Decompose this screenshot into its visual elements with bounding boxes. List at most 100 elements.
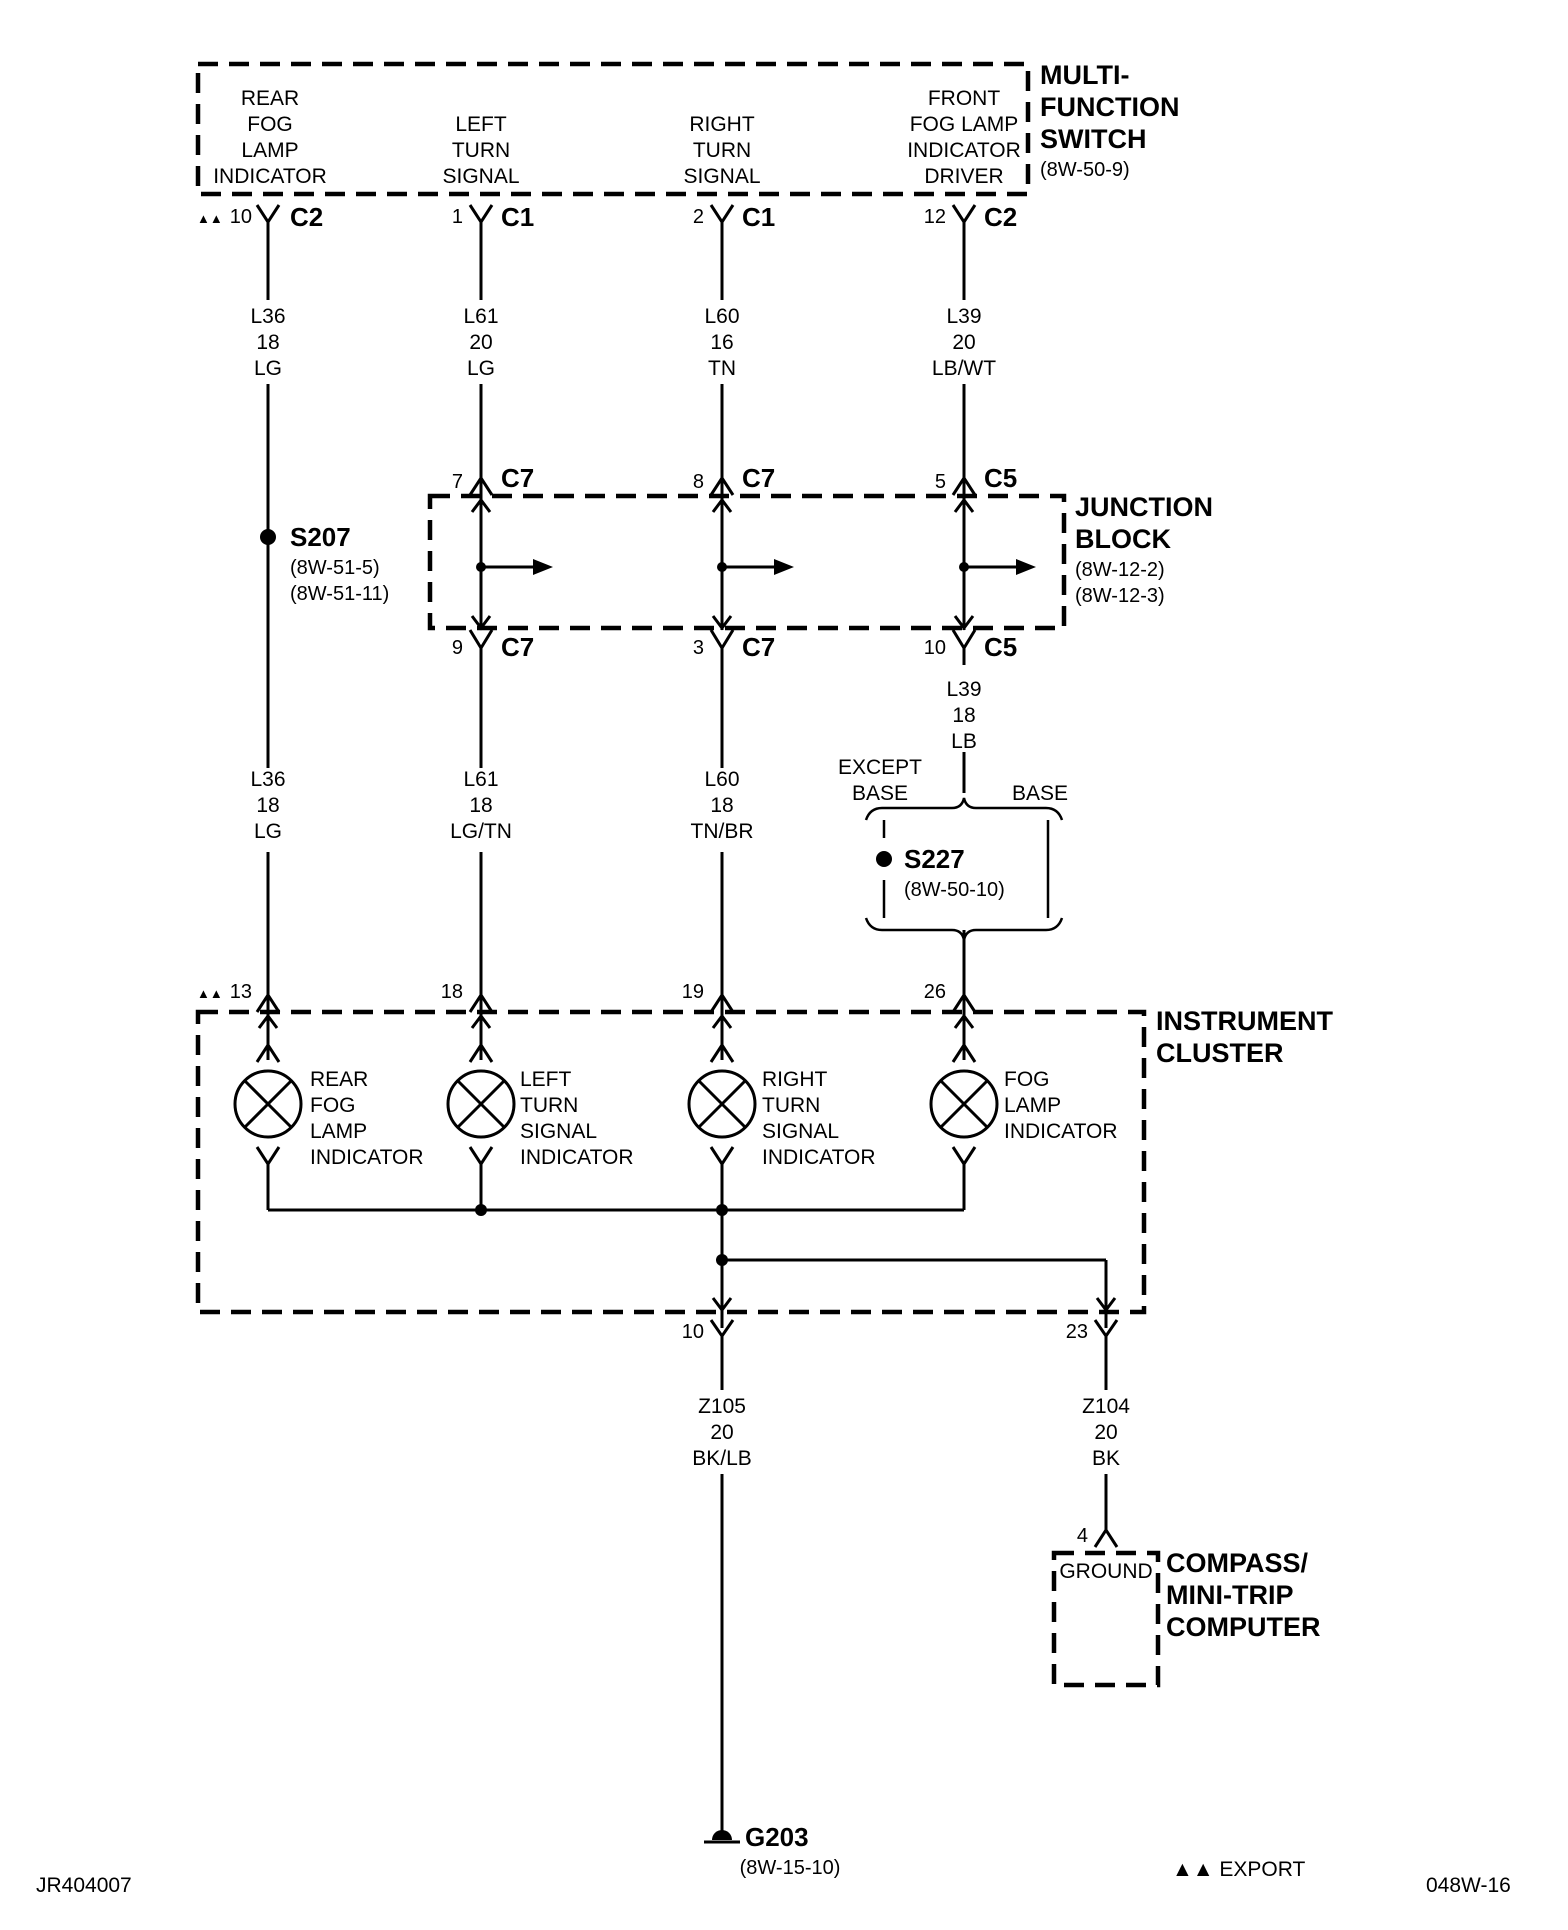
splice-s227-dot — [876, 851, 892, 867]
jb-ref-2: (8W-12-3) — [1075, 585, 1165, 607]
wire-l36-lower-color: LG — [254, 820, 282, 843]
wire-z104-color: BK — [1092, 1447, 1120, 1470]
mfs-label-2c: SIGNAL — [442, 165, 519, 188]
jb-arrow-2 — [774, 559, 794, 575]
mfs-terminal-3 — [709, 204, 735, 225]
mfs-label-1c: LAMP — [241, 139, 298, 162]
splice-s227-id: S227 — [904, 844, 965, 874]
wire-l60-lower-code: L60 — [704, 768, 739, 791]
jb-bottom-conn-3: C5 — [984, 632, 1017, 662]
mfs-label-4b: FOG LAMP — [910, 113, 1019, 136]
jb-bottom-terminal-1 — [468, 629, 494, 651]
multifunction-switch-box — [195, 61, 1031, 197]
svg-text:JUNCTION: JUNCTION — [1075, 492, 1213, 522]
wire-l39-lower-labels: L39 18 LB — [946, 678, 981, 753]
lamp-icon — [233, 1069, 303, 1139]
wire-l39-gauge: 20 — [952, 331, 975, 354]
jb-down-arrow-1 — [470, 615, 492, 631]
junction-block-box — [427, 493, 1067, 631]
option-brace-top — [864, 797, 1064, 821]
wire-l39-code: L39 — [946, 305, 981, 328]
lamp-3-label-c: SIGNAL — [762, 1120, 839, 1143]
mfs-title-2: FUNCTION — [1040, 92, 1179, 122]
lamp-icon — [687, 1069, 757, 1139]
mfs-pin-2: 1 — [452, 206, 463, 228]
lamp-4-label-b: LAMP — [1004, 1094, 1061, 1117]
except-base-label-1: EXCEPT — [838, 756, 922, 779]
svg-text:CLUSTER: CLUSTER — [1156, 1038, 1284, 1068]
mfs-pin-3: 2 — [693, 206, 704, 228]
wire-l61-lower-code: L61 — [463, 768, 498, 791]
wire-l36-gauge: 18 — [256, 331, 279, 354]
lamp-3-label-b: TURN — [762, 1094, 820, 1117]
splice-s227-ref: (8W-50-10) — [904, 879, 1005, 901]
wire-l61-color: LG — [467, 357, 495, 380]
mfs-ref: (8W-50-9) — [1040, 159, 1130, 181]
page-number: 048W-16 — [1426, 1874, 1511, 1897]
wire-z105-code: Z105 — [698, 1395, 746, 1418]
lamp-4-label-a: FOG — [1004, 1068, 1050, 1091]
wires — [266, 222, 966, 995]
lamp-2-label-a: LEFT — [520, 1068, 572, 1091]
mfs-conn-1: C2 — [290, 202, 323, 232]
lamp-circuit-2 — [446, 992, 516, 1210]
ic-ground-pin-1: 10 — [682, 1321, 704, 1343]
wire-l61-code: L61 — [463, 305, 498, 328]
wire-l39-color: LB/WT — [932, 357, 996, 380]
mfs-label-1d: INDICATOR — [213, 165, 327, 188]
ic-title-2: CLUSTER — [1156, 1038, 1284, 1068]
doc-id: JR404007 — [36, 1874, 132, 1897]
lamp-1-label-c: LAMP — [310, 1120, 367, 1143]
ic-pin-4: 26 — [924, 981, 946, 1003]
wire-l61-lower-gauge: 18 — [469, 794, 492, 817]
ground-circuit-z105: Z105 20 BK/LB G203 (8W-15-10) — [692, 1336, 840, 1879]
mfs-terminal-2 — [468, 204, 494, 225]
ground-g203-id: G203 — [745, 1822, 809, 1852]
ic-pin-2: 18 — [441, 981, 463, 1003]
wire-l36-color: LG — [254, 357, 282, 380]
svg-text:SWITCH: SWITCH — [1040, 124, 1146, 154]
wire-l61-lower-color: LG/TN — [450, 820, 512, 843]
jb-top-pin-3: 5 — [935, 471, 946, 493]
jb-arrow-3 — [1016, 559, 1036, 575]
upper-wire-labels: L36 18 LG L61 20 LG L60 16 TN L39 20 LB/… — [250, 305, 996, 380]
lamp-1-label-d: INDICATOR — [310, 1146, 424, 1169]
junction-block: JUNCTION BLOCK (8W-12-2) (8W-12-3) 7 C7 … — [427, 463, 1213, 662]
svg-text:BLOCK: BLOCK — [1075, 524, 1171, 554]
export-marker-1: ▲▲ — [197, 211, 223, 226]
wire-l60-gauge: 16 — [710, 331, 733, 354]
wire-l60-lower-gauge: 18 — [710, 794, 733, 817]
ic-pin-1: 13 — [230, 981, 252, 1003]
jb-up-arrow-2 — [711, 497, 733, 513]
mfs-label-2b: TURN — [452, 139, 510, 162]
splice-s207-dot — [260, 529, 276, 545]
lamp-circuit-4 — [929, 992, 999, 1210]
compass-pin: 4 — [1077, 1525, 1088, 1547]
wire-l39-lower-gauge: 18 — [952, 704, 975, 727]
splice-s207-ref-2: (8W-51-11) — [290, 583, 389, 605]
mfs-label-4c: INDICATOR — [907, 139, 1021, 162]
jb-ref-1: (8W-12-2) — [1075, 559, 1165, 581]
wire-z104-code: Z104 — [1082, 1395, 1130, 1418]
mfs-label-1b: FOG — [247, 113, 293, 136]
lamp-3-label-d: INDICATOR — [762, 1146, 876, 1169]
jb-up-arrow-1 — [470, 497, 492, 513]
mfs-conn-3: C1 — [742, 202, 775, 232]
ic-pin-3: 19 — [682, 981, 704, 1003]
lower-wire-labels: L36 18 LG L61 18 LG/TN L60 18 TN/BR — [250, 768, 753, 843]
jb-down-arrow-2 — [711, 615, 733, 631]
compass-title-1: COMPASS/ — [1166, 1548, 1309, 1578]
svg-text:COMPASS/: COMPASS/ — [1166, 1548, 1309, 1578]
mfs-label-4d: DRIVER — [924, 165, 1003, 188]
lamp-1-label-a: REAR — [310, 1068, 368, 1091]
lamp-2-label-c: SIGNAL — [520, 1120, 597, 1143]
instrument-cluster: INSTRUMENT CLUSTER ▲▲ 13 18 19 26 — [195, 981, 1333, 1343]
jb-bottom-terminal-2 — [709, 629, 735, 651]
mfs-label-4a: FRONT — [928, 87, 1000, 110]
mfs-title-1: MULTI- — [1040, 60, 1129, 90]
footer: JR404007 ▲▲ EXPORT 048W-16 — [36, 1858, 1511, 1897]
splice-s207-ref-1: (8W-51-5) — [290, 557, 380, 579]
ic-ground-pin-2: 23 — [1066, 1321, 1088, 1343]
lamp-circuit-3 — [687, 992, 757, 1210]
